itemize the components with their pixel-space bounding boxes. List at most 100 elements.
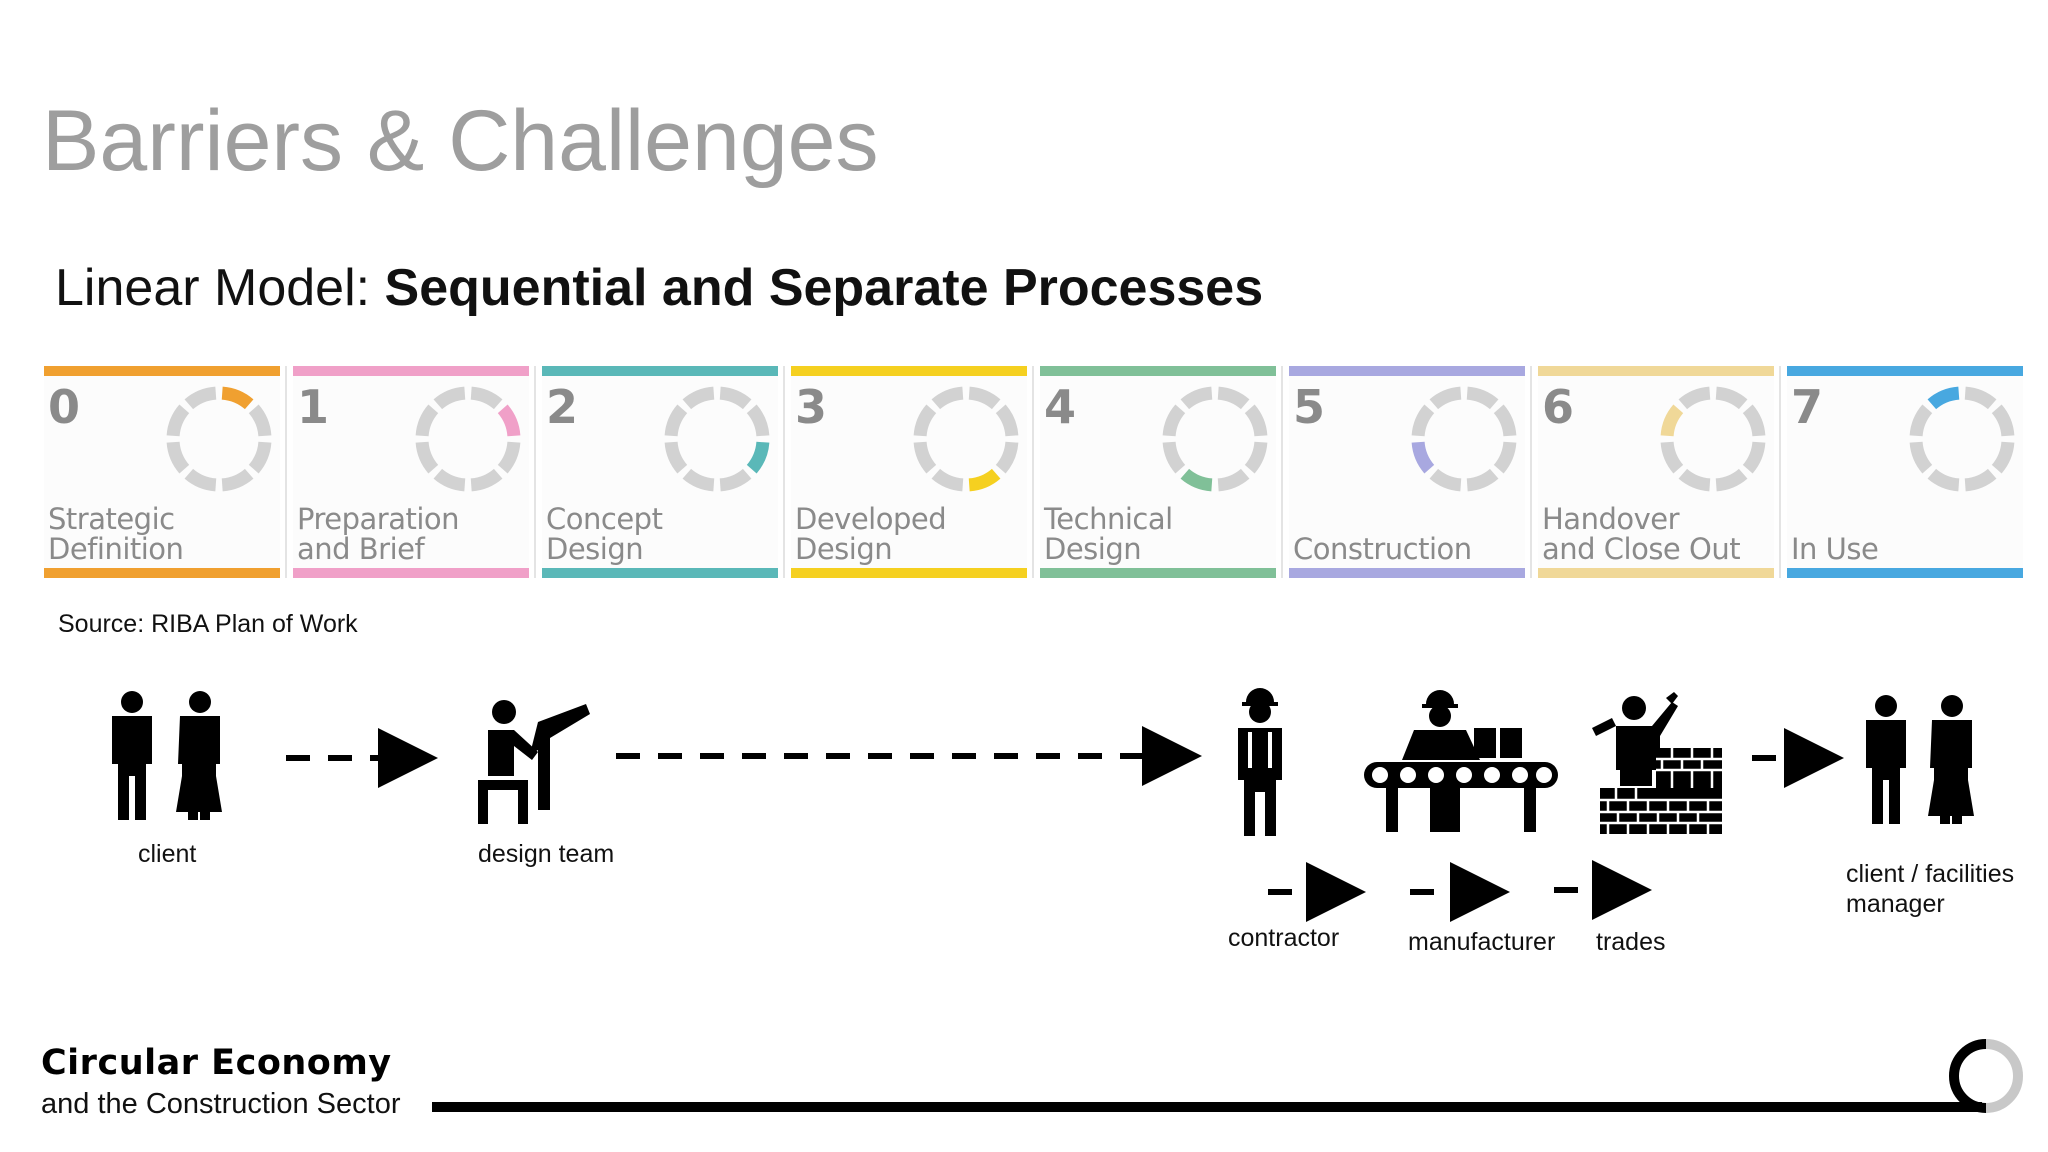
stage-separator xyxy=(534,366,536,578)
ring-segment xyxy=(433,386,466,410)
ring-segment xyxy=(184,386,217,410)
trades-label: trades xyxy=(1596,928,1666,956)
ring-segment xyxy=(995,441,1019,474)
ring-segment xyxy=(1678,386,1711,410)
ring-segment-active xyxy=(968,468,1001,492)
stage-cycle-icon xyxy=(166,386,272,492)
ring-segment xyxy=(497,441,521,474)
stage-separator xyxy=(783,366,785,578)
ring-segment xyxy=(1429,386,1462,410)
ring-segment xyxy=(913,404,937,437)
ring-segment xyxy=(1927,468,1960,492)
manufacturer-icon xyxy=(1364,690,1558,832)
stage-cycle-icon xyxy=(1411,386,1517,492)
stage-bottom-bar xyxy=(44,568,280,578)
ring-segment xyxy=(1429,468,1462,492)
footer-title: Circular Economy xyxy=(41,1043,392,1083)
stage-number: 5 xyxy=(1293,380,1326,434)
ring-segment xyxy=(433,468,466,492)
client-icon xyxy=(112,691,222,820)
ring-segment xyxy=(1180,386,1213,410)
stage-top-bar xyxy=(1538,366,1774,376)
ring-segment xyxy=(664,404,688,437)
ring-segment-active xyxy=(497,404,521,437)
source-caption: Source: RIBA Plan of Work xyxy=(58,610,358,638)
stage-number: 1 xyxy=(297,380,330,434)
stage-bottom-bar xyxy=(1538,568,1774,578)
trades-icon xyxy=(1592,692,1722,834)
ring-segment xyxy=(1678,468,1711,492)
ring-segment xyxy=(931,386,964,410)
ring-segment xyxy=(746,404,770,437)
stage-separator xyxy=(1530,366,1532,578)
stage-cycle-icon xyxy=(913,386,1019,492)
stage-top-bar xyxy=(1040,366,1276,376)
ring-segment xyxy=(1493,441,1517,474)
stage-number: 0 xyxy=(48,380,81,434)
ring-segment xyxy=(470,386,503,410)
stage-top-bar xyxy=(1289,366,1525,376)
ring-segment xyxy=(470,468,503,492)
ring-segment xyxy=(248,441,272,474)
ring-segment xyxy=(1991,441,2015,474)
ring-segment xyxy=(1217,386,1250,410)
ring-segment xyxy=(1715,386,1748,410)
ring-segment xyxy=(1493,404,1517,437)
stage-bottom-bar xyxy=(1289,568,1525,578)
footer-rule xyxy=(432,1102,1982,1112)
ring-segment xyxy=(415,404,439,437)
stage-name: In Use xyxy=(1791,532,1879,566)
ring-segment xyxy=(1964,386,1997,410)
contractor-icon xyxy=(1238,688,1282,836)
stage-separator xyxy=(1032,366,1034,578)
client-facilities-manager-icon xyxy=(1866,695,1974,824)
ring-segment xyxy=(1742,404,1766,437)
ring-segment-active xyxy=(1180,468,1213,492)
footer-subtitle: and the Construction Sector xyxy=(41,1088,401,1120)
stage-separator xyxy=(1779,366,1781,578)
ring-segment xyxy=(931,468,964,492)
stage-top-bar xyxy=(1787,366,2023,376)
ring-segment xyxy=(1162,404,1186,437)
stage-name: Technical Design xyxy=(1044,502,1173,566)
ring-segment xyxy=(1909,404,1933,437)
client-label: client xyxy=(138,840,197,868)
ring-segment xyxy=(1964,468,1997,492)
stage-name: Handover and Close Out xyxy=(1542,502,1741,566)
stage-separator xyxy=(285,366,287,578)
ring-segment xyxy=(1244,404,1268,437)
ring-segment xyxy=(682,468,715,492)
stage-bottom-bar xyxy=(1040,568,1276,578)
ring-segment xyxy=(664,441,688,474)
circular-logo-icon xyxy=(1949,1039,2023,1113)
ring-segment xyxy=(1909,441,1933,474)
ring-segment xyxy=(221,468,254,492)
stage-cycle-icon xyxy=(1162,386,1268,492)
ring-segment xyxy=(682,386,715,410)
client-fm-label-line1: client / facilities xyxy=(1846,860,2015,888)
ring-segment-active xyxy=(1411,441,1435,474)
ring-segment xyxy=(248,404,272,437)
design-team-label: design team xyxy=(478,840,615,868)
ring-segment xyxy=(1466,468,1499,492)
stage-number: 3 xyxy=(795,380,828,434)
stage-separator xyxy=(1281,366,1283,578)
stage-bottom-bar xyxy=(1787,568,2023,578)
ring-segment xyxy=(166,404,190,437)
stage-bottom-bar xyxy=(293,568,529,578)
slide-subtitle: Linear Model: Sequential and Separate Pr… xyxy=(55,258,1263,318)
ring-segment-active xyxy=(221,386,254,410)
stage-bottom-bar xyxy=(791,568,1027,578)
ring-segment-active xyxy=(746,441,770,474)
ring-segment xyxy=(1411,404,1435,437)
ring-segment xyxy=(719,468,752,492)
stage-name: Construction xyxy=(1293,532,1472,566)
